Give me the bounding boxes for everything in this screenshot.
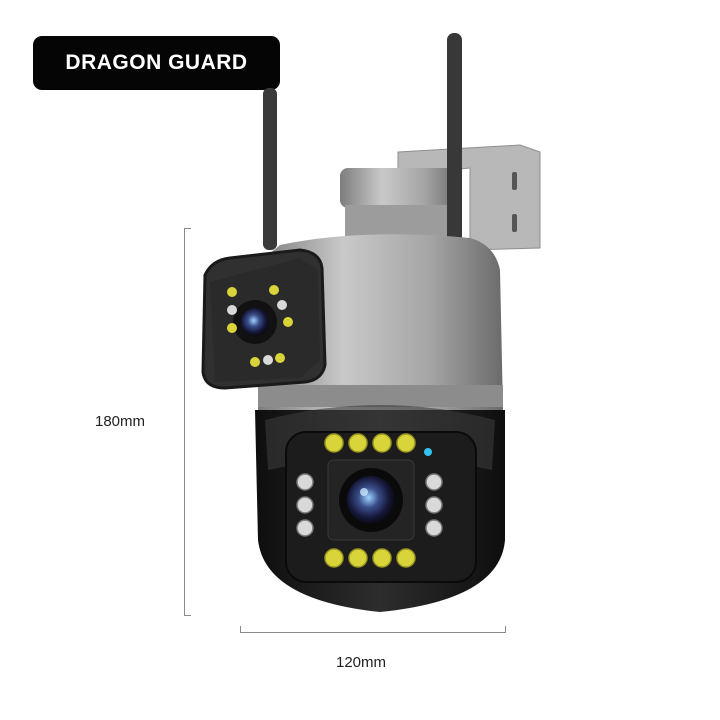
antenna-right [447,33,462,285]
height-dimension-label: 180mm [95,413,146,430]
fixed-bullet-lens-housing [201,248,327,390]
ptz-dome [255,405,505,612]
wall-mount-bracket [340,144,541,251]
width-dimension-label: 120mm [336,654,387,671]
width-dimension-line [240,626,506,633]
height-dimension-line [184,228,191,616]
brand-label: DRAGON GUARD [33,36,280,90]
antenna-left [263,88,277,250]
